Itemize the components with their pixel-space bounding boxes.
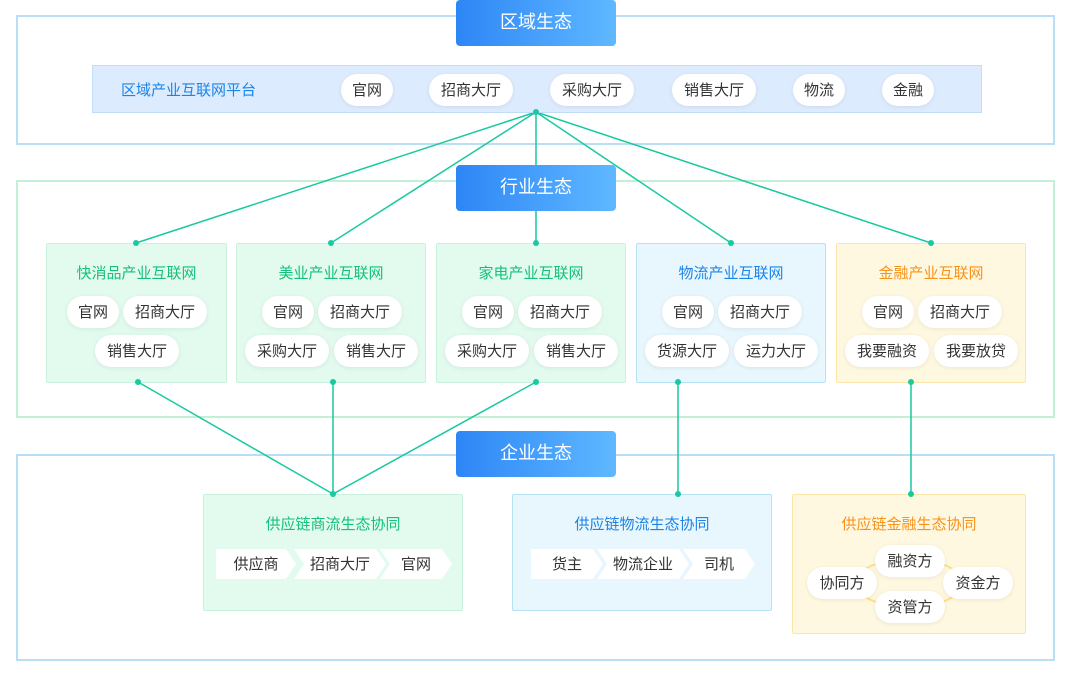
industry-tag: 招商大厅 (718, 296, 802, 328)
flow-step: 货主 (531, 549, 603, 579)
enterprise-card-title: 供应链商流生态协同 (265, 515, 401, 533)
flow-step: 物流企业 (597, 549, 689, 579)
platform-tag-logistics: 物流 (793, 74, 845, 106)
finance-node: 融资方 (875, 545, 945, 577)
industry-tag: 招商大厅 (518, 296, 602, 328)
industry-tag: 官网 (262, 296, 314, 328)
connector-fmcg-commerce (137, 381, 334, 495)
industry-tag: 货源大厅 (645, 335, 729, 367)
finance-node: 协同方 (807, 567, 877, 599)
industry-card-title: 快消品产业互联网 (76, 264, 197, 282)
industry-tag: 销售大厅 (334, 335, 418, 367)
platform-tag-website: 官网 (341, 74, 393, 106)
flow-step: 招商大厅 (294, 549, 386, 579)
connector-platform-beauty (330, 111, 537, 244)
connector-appliance-commerce (332, 381, 537, 495)
enterprise-card-finance: 供应链金融生态协同 融资方 协同方 资金方 资管方 (792, 494, 1026, 634)
platform-name: 区域产业互联网平台 (121, 81, 257, 99)
industry-tag: 官网 (462, 296, 514, 328)
region-ecosystem-title: 区域生态 (456, 0, 616, 46)
industry-tag: 采购大厅 (445, 335, 529, 367)
industry-card-appliance: 家电产业互联网 官网 招商大厅 采购大厅 销售大厅 (436, 243, 626, 383)
industry-card-logistics: 物流产业互联网 官网 招商大厅 货源大厅 运力大厅 (636, 243, 826, 383)
enterprise-card-logistics: 供应链物流生态协同 货主 物流企业 司机 (512, 494, 772, 611)
connector-platform-finance (535, 111, 932, 244)
enterprise-card-commerce: 供应链商流生态协同 供应商 招商大厅 官网 (203, 494, 463, 611)
industry-tag: 招商大厅 (123, 296, 207, 328)
industry-tag: 我要放贷 (934, 335, 1018, 367)
industry-card-title: 家电产业互联网 (478, 264, 584, 282)
industry-tag: 销售大厅 (534, 335, 618, 367)
industry-tag: 销售大厅 (95, 335, 179, 367)
industry-card-beauty: 美业产业互联网 官网 招商大厅 采购大厅 销售大厅 (236, 243, 426, 383)
industry-tag: 官网 (67, 296, 119, 328)
industry-tag: 招商大厅 (918, 296, 1002, 328)
platform-tag-sales-hall: 销售大厅 (672, 74, 756, 106)
industry-tag: 招商大厅 (318, 296, 402, 328)
industry-tag: 运力大厅 (734, 335, 818, 367)
industry-card-title: 金融产业互联网 (878, 264, 984, 282)
enterprise-card-title: 供应链物流生态协同 (574, 515, 710, 533)
enterprise-ecosystem-title: 企业生态 (456, 431, 616, 477)
finance-node: 资管方 (875, 591, 945, 623)
industry-card-title: 美业产业互联网 (278, 264, 384, 282)
platform-tag-investment-hall: 招商大厅 (429, 74, 513, 106)
industry-tag: 官网 (662, 296, 714, 328)
industry-tag: 我要融资 (845, 335, 929, 367)
flow-step: 供应商 (216, 549, 296, 579)
industry-card-finance: 金融产业互联网 官网 招商大厅 我要融资 我要放贷 (836, 243, 1026, 383)
industry-card-fmcg: 快消品产业互联网 官网 招商大厅 销售大厅 (46, 243, 227, 383)
platform-tag-procurement-hall: 采购大厅 (550, 74, 634, 106)
flow-step: 官网 (380, 549, 452, 579)
industry-tag: 官网 (862, 296, 914, 328)
industry-card-title: 物流产业互联网 (678, 264, 784, 282)
finance-node: 资金方 (943, 567, 1013, 599)
flow-step: 司机 (683, 549, 755, 579)
enterprise-card-title: 供应链金融生态协同 (841, 515, 977, 533)
connector-platform-logistics (535, 111, 732, 244)
connector-platform-fmcg (135, 111, 537, 244)
region-platform-bar: 区域产业互联网平台 官网 招商大厅 采购大厅 销售大厅 物流 金融 (92, 65, 982, 113)
platform-tag-finance: 金融 (882, 74, 934, 106)
industry-ecosystem-title: 行业生态 (456, 165, 616, 211)
industry-tag: 采购大厅 (245, 335, 329, 367)
